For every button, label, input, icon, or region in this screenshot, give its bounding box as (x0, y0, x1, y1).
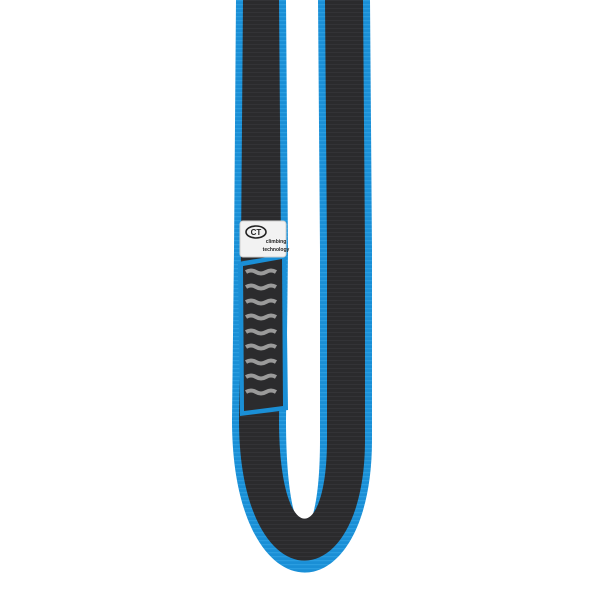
brand-label: CT climbing technology (239, 220, 290, 258)
label-brand-line-1: climbing (266, 239, 287, 245)
bartack-stitches (244, 268, 278, 396)
logo-swoosh-icon (245, 225, 267, 239)
label-brand-line-2: technology (263, 247, 290, 253)
right-strand (318, 0, 372, 440)
bottom-loop (232, 420, 372, 573)
label-logo: CT (251, 228, 262, 237)
